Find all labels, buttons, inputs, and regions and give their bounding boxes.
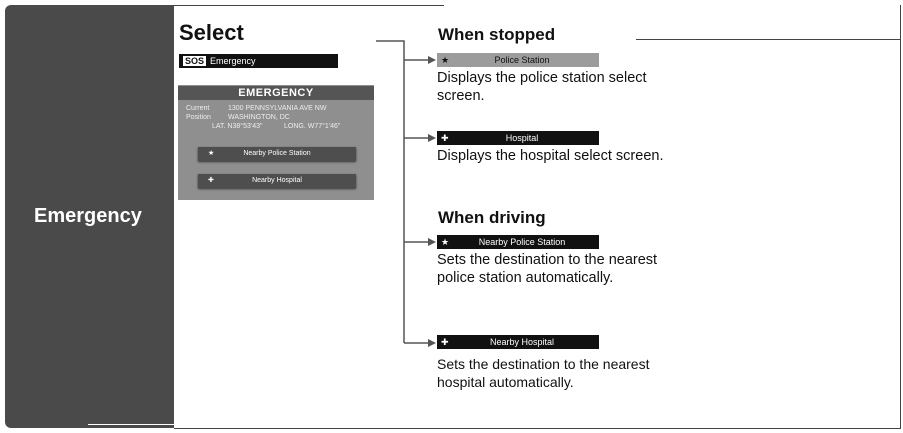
top-rule-right	[636, 39, 901, 40]
nearby-police-station-label: Nearby Police Station	[478, 237, 566, 247]
sidebar	[5, 5, 174, 428]
nearby-police-label: Nearby Police Station	[243, 150, 311, 157]
sos-icon: SOS	[183, 56, 207, 66]
hospital-label: Hospital	[505, 133, 539, 143]
longitude-value: LONG. W77°1'46"	[284, 123, 341, 130]
nearby-hospital-button[interactable]: ✚ Nearby Hospital	[198, 174, 356, 188]
nearby-police-station-button[interactable]: ★ Nearby Police Station	[437, 235, 599, 249]
sidebar-label: Emergency	[34, 205, 142, 227]
star-icon: ★	[208, 150, 215, 157]
cross-icon: ✚	[208, 177, 214, 184]
police-station-button[interactable]: ★ Police Station	[437, 53, 599, 67]
select-heading: Select	[179, 20, 244, 45]
police-station-desc: Displays the police station select scree…	[437, 70, 647, 104]
top-rule	[174, 5, 444, 6]
latitude-value: LAT. N38°53'43"	[212, 123, 263, 130]
current-label: Current	[186, 105, 210, 112]
bottom-rule	[174, 428, 901, 429]
emergency-screen-title: EMERGENCY	[178, 86, 374, 100]
nearby-hospital-bar[interactable]: ✚ Nearby Hospital	[437, 335, 599, 349]
nearby-police-desc: Sets the destination to the nearest poli…	[437, 252, 658, 286]
nearby-hospital-label: Nearby Hospital	[252, 177, 302, 184]
when-stopped-heading: When stopped	[438, 25, 556, 44]
when-driving-heading: When driving	[438, 208, 546, 227]
nearby-hospital-desc: Sets the destination to the nearest hosp…	[437, 356, 650, 390]
nearby-hospital-bar-label: Nearby Hospital	[489, 337, 555, 347]
sidebar-divider	[88, 424, 174, 425]
star-icon: ★	[441, 237, 450, 247]
right-border	[900, 5, 901, 429]
star-icon: ★	[441, 55, 450, 65]
city-value: WASHINGTON, DC	[228, 114, 290, 121]
cross-icon: ✚	[441, 337, 449, 347]
police-station-label: Police Station	[494, 55, 550, 65]
hospital-button[interactable]: ✚ Hospital	[437, 131, 599, 145]
emergency-menu-label: Emergency	[210, 56, 256, 66]
position-label: Position	[186, 114, 211, 121]
nearby-police-button[interactable]: ★ Nearby Police Station	[198, 147, 356, 161]
emergency-screen: EMERGENCY Current Position 1300 PENNSYLV…	[178, 85, 374, 200]
cross-icon: ✚	[441, 133, 449, 143]
address-value: 1300 PENNSYLVANIA AVE NW	[228, 105, 327, 112]
hospital-desc: Displays the hospital select screen.	[437, 148, 664, 164]
